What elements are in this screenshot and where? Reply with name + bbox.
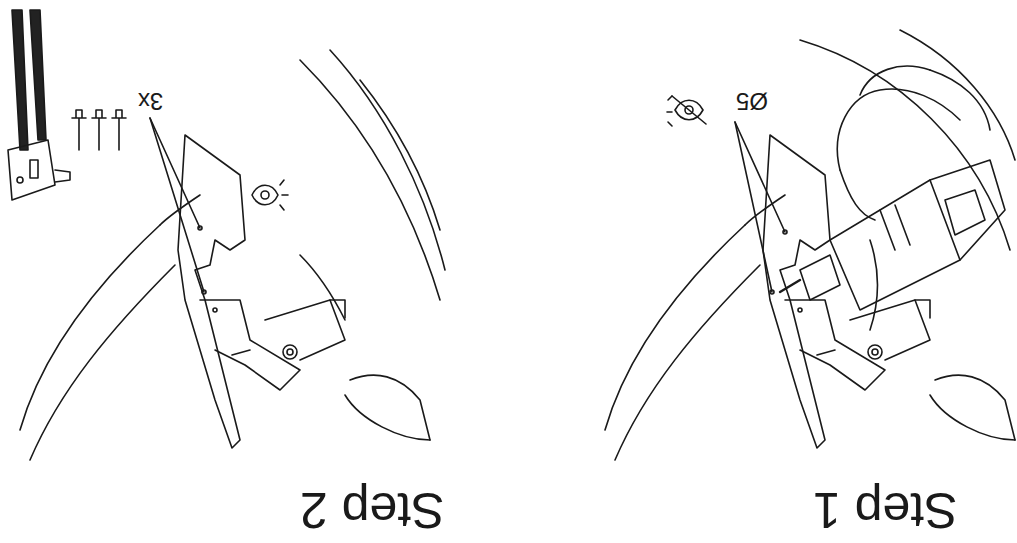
quantity-label: 3x [138,89,163,113]
hand [837,66,990,220]
leader-lines [735,122,787,294]
rivet-tool [8,10,70,200]
wheel-arcs [300,50,445,320]
crossed-eye-symbol [667,96,706,126]
rivets [72,110,126,150]
step-heading: Step 2 [300,485,445,535]
fender-mudflap [605,135,1015,460]
step-heading: Step 1 [813,485,958,535]
eye-symbol [252,180,288,210]
wheel-arcs [800,30,1015,330]
leader-lines [150,118,206,294]
drill-diameter: Ø5 [736,89,768,113]
drill [780,160,1005,310]
fender-mudflap [20,135,430,460]
